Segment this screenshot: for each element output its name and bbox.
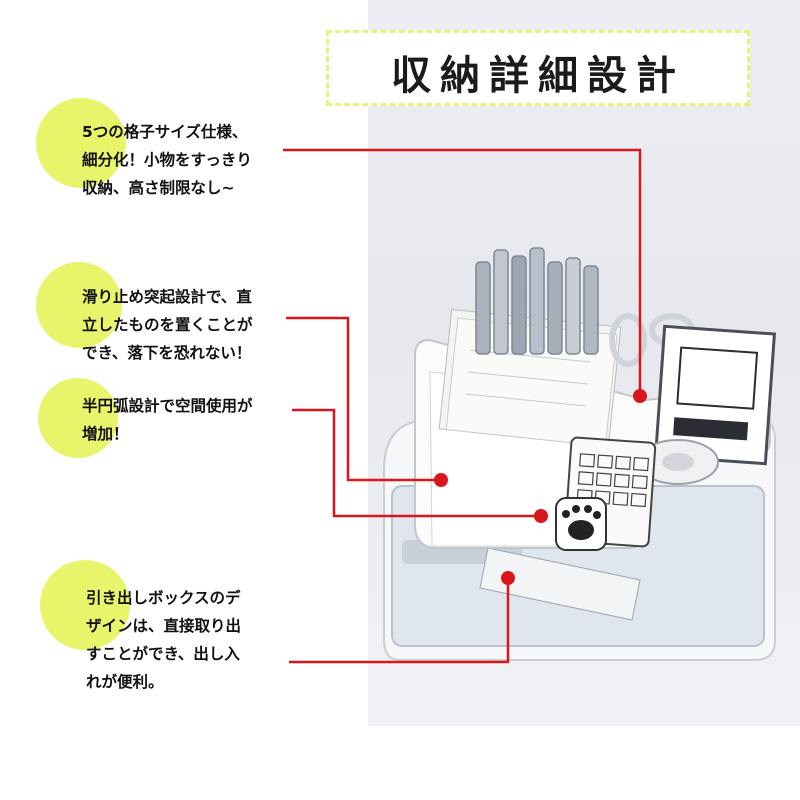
callout-lines xyxy=(283,148,642,664)
feature-text-drawer: 引き出しボックスのデ ザインは、直接取り出 すことができ、出し入 れが便利。 xyxy=(86,589,242,691)
callout-line-1 xyxy=(283,148,642,396)
pen-group xyxy=(475,247,599,355)
highlight-circle-3 xyxy=(38,378,118,458)
feature-text-arc: 半円弧設計で空間使用が 増加！ xyxy=(82,397,253,443)
callout-dot-1 xyxy=(633,389,647,403)
feature-text-antislip: 滑り止め突起設計で、直 立したものを置くことが でき、落下を恐れない！ xyxy=(82,288,253,362)
callout-dots xyxy=(434,389,647,585)
feature-text-grid: 5つの格子サイズ仕様、 細分化！小物をすっきり 収納、高さ制限なし~ xyxy=(82,123,252,197)
photo-card xyxy=(653,324,777,466)
callout-line-2 xyxy=(286,316,440,482)
callout-line-4 xyxy=(289,580,510,664)
callout-dot-3 xyxy=(534,509,548,523)
tape-roll xyxy=(637,439,719,485)
callout-line-3 xyxy=(292,408,540,518)
title-frame: 収納詳細設計 xyxy=(326,30,750,106)
drawer-pen xyxy=(479,547,641,621)
highlight-circle-2 xyxy=(36,262,122,348)
page-title: 収納詳細設計 xyxy=(391,53,685,99)
callout-dot-2 xyxy=(434,473,448,487)
callout-dot-4 xyxy=(501,571,515,585)
highlight-circle-1 xyxy=(36,98,126,188)
paw-sticker xyxy=(555,497,607,551)
highlight-circle-4 xyxy=(40,560,130,650)
